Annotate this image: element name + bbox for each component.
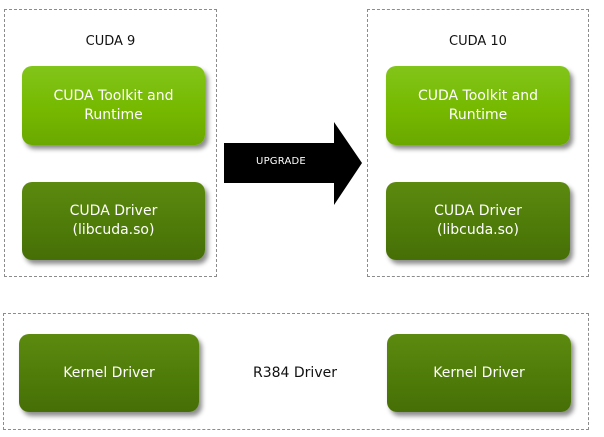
- cuda10-toolkit-label-line2: Runtime: [448, 106, 508, 123]
- upgrade-label: UPGRADE: [256, 156, 306, 167]
- cuda10-driver-label-line1: CUDA Driver: [434, 203, 522, 219]
- kernel-driver-left-block: Kernel Driver: [19, 334, 199, 412]
- cuda10-title: CUDA 10: [449, 34, 507, 49]
- kernel-driver-right-block: Kernel Driver: [387, 334, 571, 412]
- cuda9-driver-block: CUDA Driver (libcuda.so): [22, 182, 205, 260]
- upgrade-arrow-icon: [224, 122, 362, 205]
- cuda9-driver-label-line2: (libcuda.so): [72, 222, 155, 238]
- r384-driver-label: R384 Driver: [253, 365, 337, 381]
- cuda10-driver-block: CUDA Driver (libcuda.so): [386, 182, 570, 260]
- kernel-driver-right-label: Kernel Driver: [433, 364, 525, 381]
- cuda9-toolkit-block: CUDA Toolkit and Runtime: [22, 66, 205, 145]
- kernel-driver-panel: [3, 313, 589, 430]
- cuda9-toolkit-label-line1: CUDA Toolkit and: [53, 87, 174, 104]
- cuda9-title: CUDA 9: [85, 34, 136, 49]
- cuda9-panel: [4, 9, 217, 277]
- cuda9-toolkit-label-line2: Runtime: [84, 106, 143, 123]
- cuda9-driver-label-line1: CUDA Driver: [69, 203, 158, 219]
- cuda10-driver-label-line2: (libcuda.so): [437, 222, 519, 238]
- cuda10-toolkit-label-line1: CUDA Toolkit and: [417, 87, 539, 104]
- cuda10-toolkit-block: CUDA Toolkit and Runtime: [386, 66, 570, 145]
- kernel-driver-left-label: Kernel Driver: [63, 364, 155, 381]
- cuda10-panel: [367, 9, 589, 277]
